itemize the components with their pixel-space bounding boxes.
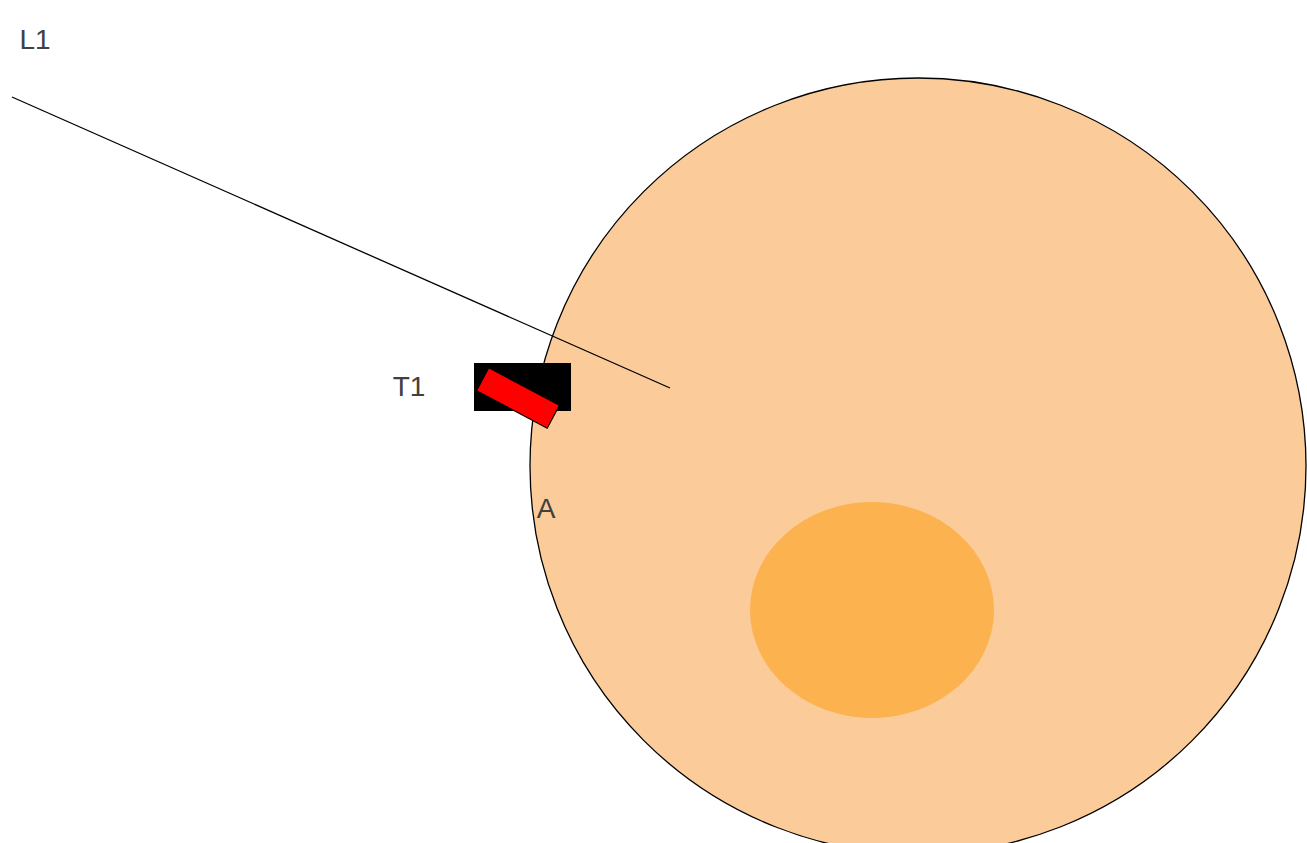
protein-shape xyxy=(474,363,562,433)
cell-membrane xyxy=(530,78,1306,843)
protein-box: A xyxy=(474,363,571,411)
cell-nucleus xyxy=(750,502,994,718)
ligand-line xyxy=(12,97,670,388)
node-label: A xyxy=(537,493,556,525)
ligand-label: L1 xyxy=(19,24,50,56)
protein-rect xyxy=(477,368,560,429)
node-label: T1 xyxy=(393,371,426,403)
